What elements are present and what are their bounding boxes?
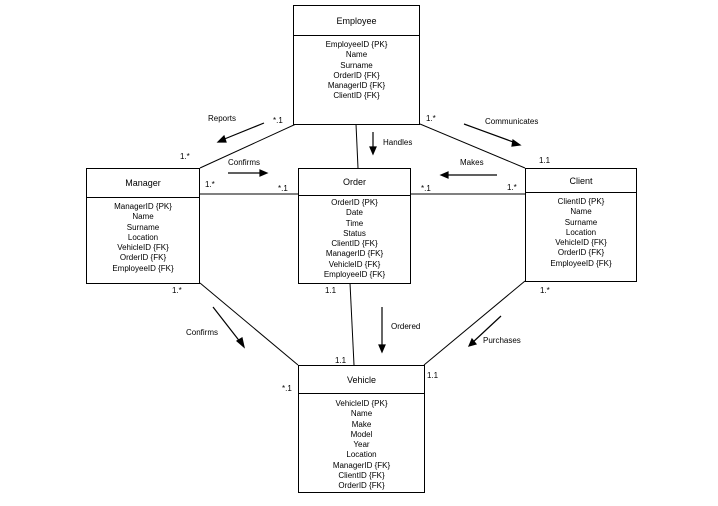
- relationship-label-reports: Reports: [208, 114, 237, 123]
- ordered-arrowhead: [378, 344, 386, 354]
- attribute: VehicleID {FK}: [328, 259, 381, 269]
- attribute: ManagerID {FK}: [325, 249, 384, 259]
- attribute: ClientID {FK}: [331, 239, 378, 249]
- attribute: Model: [350, 429, 373, 439]
- entity-title: Manager: [87, 169, 199, 198]
- multiplicity-label: *.1: [273, 116, 283, 125]
- attribute: ManagerID {FK}: [327, 81, 386, 91]
- attribute: Date: [346, 208, 363, 218]
- attribute: Name: [570, 207, 592, 217]
- multiplicity-label: 1.*: [180, 152, 190, 161]
- multiplicity-label: 1.1: [335, 356, 347, 365]
- attribute: VehicleID {PK}: [335, 399, 388, 408]
- handles-arrowhead: [369, 146, 377, 156]
- multiplicity-label: *.1: [278, 184, 288, 193]
- multiplicity-label: 1.*: [172, 286, 182, 295]
- attribute: Name: [350, 409, 373, 419]
- relationship-label-purchases: Purchases: [483, 336, 521, 345]
- employee-entity: Employee EmployeeID {PK} Name Surname Or…: [293, 5, 420, 125]
- multiplicity-label: 1.1: [325, 286, 337, 295]
- attribute-list: OrderID {PK} Date Time Status ClientID {…: [299, 196, 410, 280]
- attribute: VehicleID {FK}: [117, 243, 169, 253]
- entity-title: Client: [526, 169, 636, 193]
- multiplicity-label: *.1: [421, 184, 431, 193]
- client-vehicle-line: [423, 280, 526, 366]
- attribute: OrderID {FK}: [557, 248, 605, 258]
- entity-title: Employee: [294, 6, 419, 36]
- reports-arrowhead: [216, 134, 227, 143]
- multiplicity-label: 1.*: [205, 180, 215, 189]
- relationship-label-communicates: Communicates: [485, 117, 539, 126]
- multiplicity-label: *.1: [282, 384, 292, 393]
- attribute: Location: [565, 227, 597, 237]
- relationship-label-handles: Handles: [383, 138, 413, 147]
- attribute: OrderID {FK}: [333, 70, 380, 80]
- attribute: ManagerID {FK}: [332, 460, 391, 470]
- communicates-arrowhead: [511, 138, 522, 147]
- purchases-arrow: [471, 315, 502, 344]
- makes-arrowhead: [439, 171, 449, 179]
- attribute: OrderID {PK}: [331, 198, 378, 207]
- attribute: Surname: [564, 217, 598, 227]
- attribute: EmployeeID {PK}: [325, 40, 388, 49]
- multiplicity-label: 1.*: [426, 114, 436, 123]
- communicates-arrow: [463, 123, 517, 144]
- attribute: EmployeeID {FK}: [112, 263, 174, 273]
- relationship-label-confirms-top: Confirms: [228, 158, 261, 167]
- attribute: Make: [351, 419, 372, 429]
- attribute: ClientID {FK}: [338, 471, 385, 481]
- attribute: EmployeeID {FK}: [323, 270, 386, 280]
- multiplicity-label: 1.*: [540, 286, 550, 295]
- relationship-label-makes: Makes: [460, 158, 484, 167]
- confirms-top-arrowhead: [259, 169, 269, 177]
- attribute: Year: [353, 440, 370, 450]
- attribute: ClientID {PK}: [557, 197, 605, 206]
- relationship-label-ordered: Ordered: [391, 322, 421, 331]
- attribute-list: EmployeeID {PK} Name Surname OrderID {FK…: [294, 36, 419, 102]
- attribute: Location: [346, 450, 377, 460]
- attribute: OrderID {FK}: [119, 253, 167, 263]
- attribute: Status: [343, 228, 366, 238]
- attribute-list: VehicleID {PK} Name Make Model Year Loca…: [299, 394, 424, 492]
- attribute: EmployeeID {FK}: [550, 258, 612, 268]
- attribute: ClientID {FK}: [333, 91, 380, 101]
- reports-arrow: [221, 122, 265, 141]
- manager-entity: Manager ManagerID {PK} Name Surname Loca…: [86, 168, 200, 284]
- attribute: Surname: [340, 60, 373, 70]
- purchases-arrowhead: [467, 337, 478, 347]
- employee-order-line: [355, 123, 359, 169]
- attribute: Name: [132, 212, 154, 222]
- attribute: Location: [127, 232, 159, 242]
- confirms-bottom-arrow: [212, 306, 242, 344]
- attribute-list: ClientID {PK} Name Surname Location Vehi…: [526, 193, 636, 269]
- vehicle-entity: Vehicle VehicleID {PK} Name Make Model Y…: [298, 365, 425, 493]
- attribute: ManagerID {PK}: [114, 202, 172, 211]
- confirms-bottom-arrowhead: [235, 337, 245, 349]
- order-vehicle-line: [349, 282, 355, 366]
- multiplicity-label: 1.1: [539, 156, 551, 165]
- entity-title: Vehicle: [299, 366, 424, 394]
- attribute-list: ManagerID {PK} Name Surname Location Veh…: [87, 198, 199, 274]
- relationship-label-confirms-bottom: Confirms: [186, 328, 219, 337]
- order-entity: Order OrderID {PK} Date Time Status Clie…: [298, 168, 411, 284]
- multiplicity-label: 1.1: [427, 371, 439, 380]
- attribute: Surname: [126, 222, 160, 232]
- client-entity: Client ClientID {PK} Name Surname Locati…: [525, 168, 637, 282]
- attribute: Name: [345, 50, 368, 60]
- attribute: VehicleID {FK}: [555, 238, 607, 248]
- manager-vehicle-line: [199, 282, 299, 366]
- attribute: Time: [345, 218, 364, 228]
- entity-title: Order: [299, 169, 410, 196]
- employee-client-line: [419, 123, 526, 169]
- employee-manager-line: [199, 123, 297, 169]
- multiplicity-label: 1.*: [507, 183, 517, 192]
- attribute: OrderID {FK}: [338, 481, 385, 491]
